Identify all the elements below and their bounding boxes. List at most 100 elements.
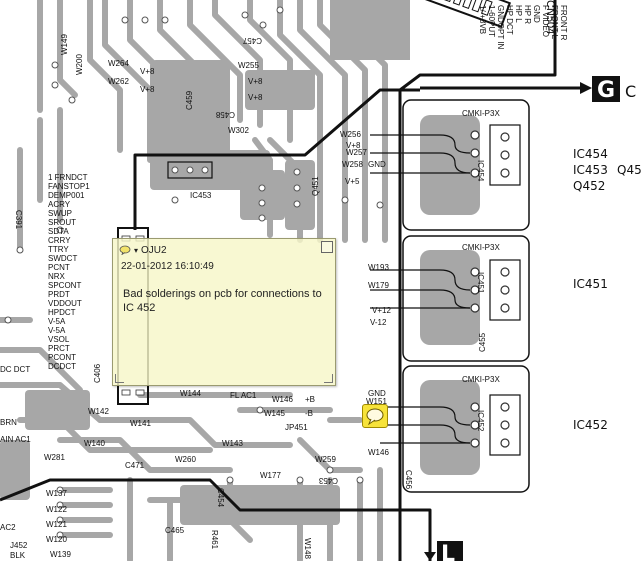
label-w179: W179: [368, 281, 389, 290]
label-w177: W177: [260, 471, 281, 480]
cn504-pin-5: HP L: [514, 5, 523, 23]
label-w122: W122: [46, 505, 67, 514]
label-blk: BLK: [10, 551, 26, 560]
pin-name-4: ACRY: [48, 200, 71, 209]
pin-name-15: VDDOUT: [48, 299, 82, 308]
note-header[interactable]: ▾ OJU2: [119, 243, 329, 257]
pin-name-18: V-5A: [48, 326, 66, 335]
label-v8-e: V+8: [346, 141, 361, 150]
label-w146-b: W146: [368, 448, 389, 457]
label-c471: C471: [125, 461, 145, 470]
cmki-label-1: CMKI-P3X: [462, 109, 500, 118]
label-c391: C391: [14, 210, 23, 230]
cn504-pin-3: GNDOPT IN: [496, 5, 505, 50]
label-v8-d: V+8: [248, 93, 263, 102]
note-author: OJU2: [141, 244, 167, 256]
label-plus-b: +B: [305, 395, 315, 404]
pin-name-5: SWUP: [48, 209, 72, 218]
label-fl-ac1: FL AC1: [230, 391, 257, 400]
label-c454: C454: [216, 488, 225, 508]
label-c455: C455: [478, 332, 487, 352]
label-c456: C456: [404, 470, 413, 490]
cn504-pin-8: F VIDEO: [541, 5, 550, 37]
label-w262: W262: [108, 77, 129, 86]
pin-name-10: SWDCT: [48, 254, 77, 263]
cn504-pin-9: FRONT L: [550, 5, 559, 40]
label-w145: W145: [264, 409, 285, 418]
pin-name-1: 1 FRNDCT: [48, 173, 88, 182]
label-c457: C457: [242, 36, 262, 45]
label-c465: C465: [165, 526, 185, 535]
label-v5: V+5: [345, 177, 360, 186]
label-w264: W264: [108, 59, 129, 68]
label-w256: W256: [340, 130, 361, 139]
pin-name-13: SPCONT: [48, 281, 81, 290]
resize-grip-right-icon[interactable]: [324, 374, 333, 383]
chip-g-text: C: [625, 82, 636, 101]
resize-grip-left-icon[interactable]: [115, 374, 124, 383]
label-w146: W146: [272, 395, 293, 404]
label-v12-minus: V-12: [370, 318, 387, 327]
cn504-pin-2: 1-60PUT: [487, 5, 496, 37]
label-v8-c: V+8: [248, 77, 263, 86]
label-w120: W120: [46, 535, 67, 544]
label-w200: W200: [75, 54, 84, 75]
label-w142: W142: [88, 407, 109, 416]
label-minus-b: -B: [305, 409, 313, 418]
label-c458: C458: [215, 110, 235, 119]
ic451-inner-label: IC451: [476, 272, 485, 294]
close-box-icon[interactable]: [321, 241, 333, 253]
label-brn: BRN: [0, 418, 17, 427]
pin-name-14: PRDT: [48, 290, 70, 299]
label-w141: W141: [130, 419, 151, 428]
pin-name-7: SDTA: [48, 227, 69, 236]
speech-bubble-icon: [119, 245, 131, 256]
label-w148: W148: [303, 538, 312, 559]
label-w137: W137: [46, 489, 67, 498]
label-w121: W121: [46, 520, 67, 529]
chip-g-letter: G: [597, 78, 615, 103]
label-w139: W139: [50, 550, 71, 559]
legend-ic453: IC453: [573, 163, 608, 177]
label-w144: W144: [180, 389, 201, 398]
label-gnd-a: GND: [368, 160, 386, 169]
legend-ic451: IC451: [573, 277, 608, 291]
label-w259: W259: [315, 455, 336, 464]
label-c453: C453: [318, 476, 338, 485]
pin-name-6: SROUT: [48, 218, 76, 227]
label-w140: W140: [84, 439, 105, 448]
cn504-label: CN504: [544, 0, 556, 34]
chip-l-letter: L: [441, 542, 455, 561]
label-q451: Q451: [311, 176, 320, 196]
label-j452: J452: [10, 541, 28, 550]
label-jp451: JP451: [285, 423, 308, 432]
legend-ic452: IC452: [573, 418, 608, 432]
label-ic453: IC453: [190, 191, 212, 200]
note-body-text[interactable]: Bad solderings on pcb for connections to…: [123, 288, 322, 314]
label-v8-a: V+8: [140, 67, 155, 76]
label-w193: W193: [368, 263, 389, 272]
annotation-note[interactable]: ▾ OJU2 22-01-2012 16:10:49 Bad soldering…: [112, 238, 336, 386]
label-w257: W257: [346, 148, 367, 157]
label-w255: W255: [238, 61, 259, 70]
label-w281: W281: [44, 453, 65, 462]
label-w260: W260: [175, 455, 196, 464]
pin-name-3: DEMP001: [48, 191, 85, 200]
legend-q451: Q451: [617, 163, 642, 177]
label-ac2: AC2: [0, 523, 16, 532]
label-v8-b: V+8: [140, 85, 155, 94]
label-w302: W302: [228, 126, 249, 135]
label-c406: C406: [93, 363, 102, 383]
chevron-down-icon[interactable]: ▾: [134, 245, 139, 255]
legend-ic454: IC454: [573, 147, 608, 161]
cmki-label-3: CMKI-P3X: [462, 375, 500, 384]
comment-marker-icon[interactable]: [362, 404, 388, 428]
pin-name-19: VSOL: [48, 335, 70, 344]
cn504-pin-4: HP DCT: [505, 5, 514, 35]
pin-name-17: V-5A: [48, 317, 66, 326]
label-r461: R461: [210, 530, 219, 550]
pin-name-9: TTRY: [48, 245, 69, 254]
cn504-pin-1: 1/-+8VB: [478, 5, 487, 34]
label-w151: W151: [366, 397, 387, 406]
